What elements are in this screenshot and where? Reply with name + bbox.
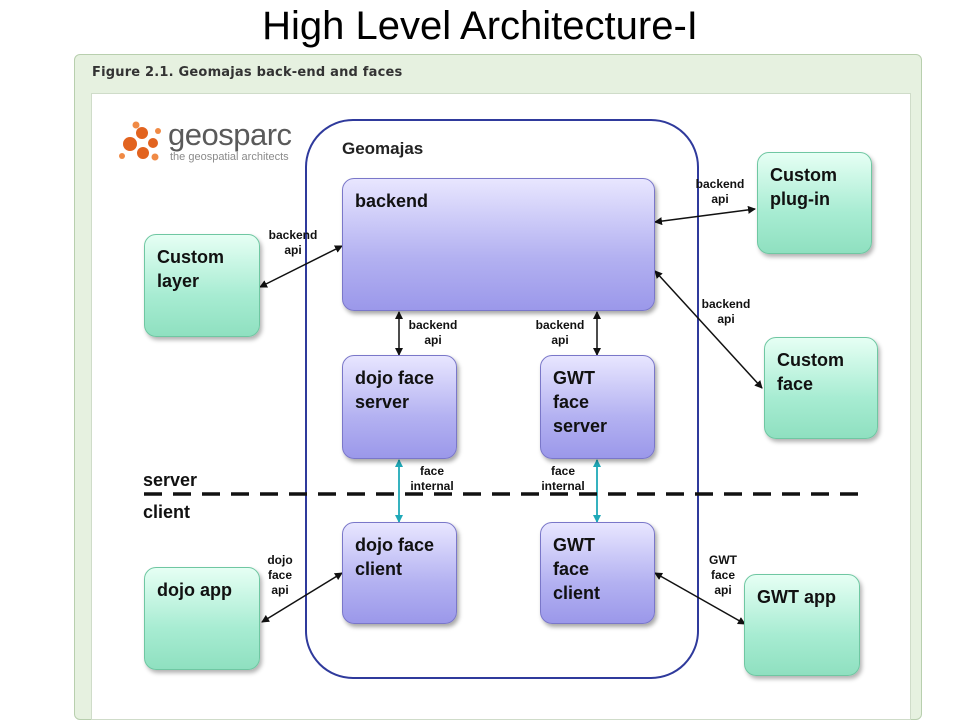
geosparc-logo: geosparc the geospatial architects — [116, 118, 306, 168]
custom-face-arrow — [654, 270, 763, 389]
gwt-app-box: GWT app — [744, 574, 860, 676]
custom-face-api-label: backend api — [701, 297, 751, 326]
custom-plugin-box: Custom plug-in — [757, 152, 872, 254]
dojo-server-api-label: backend api — [408, 318, 458, 347]
client-zone-label: client — [143, 502, 191, 522]
dojo-face-server-box: dojo face server — [342, 355, 457, 459]
custom-plugin-api-label: backend api — [695, 177, 745, 206]
gwt-app-arrow — [654, 572, 746, 625]
server-zone-label: server — [143, 470, 198, 490]
geomajas-container — [305, 119, 699, 679]
custom-plugin-arrow — [654, 205, 756, 226]
gwt-face-server-box: GWT face server — [540, 355, 655, 459]
dojo-face-client-box: dojo face client — [342, 522, 457, 624]
custom-face-box: Custom face — [764, 337, 878, 439]
gwt-face-client-box: GWT face client — [540, 522, 655, 624]
custom-layer-arrow — [259, 245, 343, 288]
dojo-app-box: dojo app — [144, 567, 260, 670]
custom-layer-api-label: backend api — [268, 228, 318, 257]
slide-title: High Level Architecture-I — [262, 4, 698, 48]
figure-caption: Figure 2.1. Geomajas back-end and faces — [92, 65, 403, 80]
gwt-app-api-label: GWT face api — [709, 553, 737, 597]
dojo-internal-label: face internal — [410, 464, 454, 493]
gwt-server-api-label: backend api — [535, 318, 585, 347]
dojo-app-arrow — [261, 572, 343, 623]
geomajas-label: Geomajas — [342, 139, 424, 158]
custom-layer-box: Custom layer — [144, 234, 260, 337]
dojo-app-api-label: dojo face api — [267, 553, 293, 597]
gwt-internal-label: face internal — [541, 464, 585, 493]
geosparc-logo-icon — [119, 121, 161, 161]
logo-tagline: the geospatial architects — [170, 151, 289, 163]
logo-wordmark: geosparc — [168, 117, 292, 152]
backend-box: backend — [342, 178, 655, 311]
